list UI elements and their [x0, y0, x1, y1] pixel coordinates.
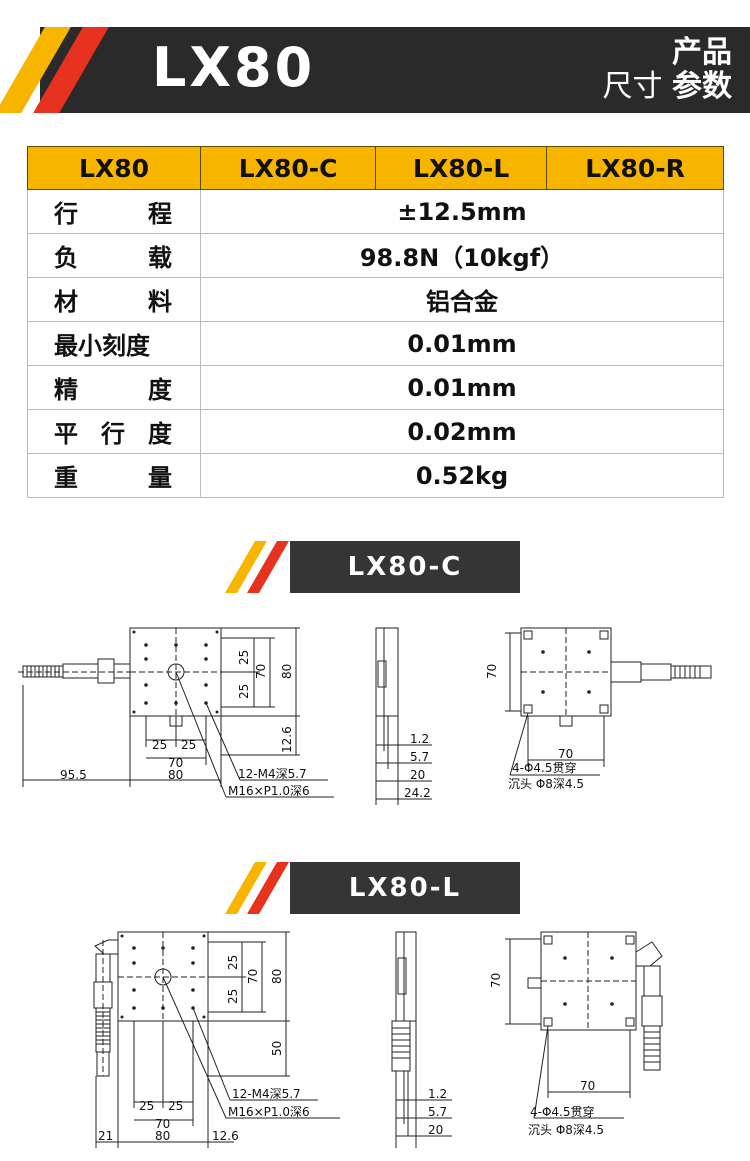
dim-label: 25 [181, 738, 196, 752]
hole-note: 沉头 Φ8深4.5 [528, 1123, 604, 1137]
section-header-c: LX80-C [224, 541, 520, 593]
dim-label: 12.6 [280, 726, 294, 753]
section-header-l: LX80-L [224, 862, 520, 914]
dim-label: 12.6 [212, 1129, 239, 1143]
col-header: LX80-R [546, 146, 724, 190]
dim-label: 80 [270, 969, 284, 984]
dim-label: 70 [168, 756, 183, 770]
drawing-c: 25 25 70 95.5 80 25 25 70 80 12.6 12-M4深… [18, 627, 712, 805]
dim-label: 25 [237, 650, 251, 665]
section-title: LX80-L [348, 873, 462, 903]
col-header: LX80 [27, 146, 201, 190]
spec-value: 0.02mm [200, 409, 724, 454]
dim-label: 25 [168, 1099, 183, 1113]
spec-value: 0.52kg [200, 453, 724, 498]
dim-label: 70 [254, 664, 268, 679]
spec-label: 精度 [27, 365, 201, 410]
spec-label: 平行度 [27, 409, 201, 454]
dim-label: 70 [155, 1117, 170, 1131]
banner-background [40, 27, 750, 113]
hole-note: 4-Φ4.5贯穿 [530, 1104, 595, 1119]
banner-tag: 产品 尺寸 参数 [602, 36, 732, 104]
dim-label: 25 [139, 1099, 154, 1113]
table-row: 材料铝合金 [27, 277, 724, 322]
model-title: LX80 [152, 36, 316, 99]
spec-value: ±12.5mm [200, 189, 724, 234]
hole-note: M16×P1.0深6 [228, 1105, 310, 1119]
spec-label: 最小刻度 [27, 321, 201, 366]
hole-note: 12-M4深5.7 [238, 767, 307, 781]
dim-label: 70 [558, 747, 573, 761]
spec-value: 0.01mm [200, 321, 724, 366]
dim-label: 70 [485, 664, 499, 679]
dim-label: 20 [410, 768, 425, 782]
spec-value: 0.01mm [200, 365, 724, 410]
table-row: 行程±12.5mm [27, 189, 724, 234]
dim-label: 1.2 [428, 1087, 447, 1101]
spec-label: 材料 [27, 277, 201, 322]
dim-label: 25 [226, 955, 240, 970]
dim-label: 70 [489, 973, 503, 988]
dim-label: 25 [237, 684, 251, 699]
tag-line1: 产品 [672, 35, 732, 70]
dim-label: 80 [168, 768, 183, 782]
dim-label: 1.2 [410, 732, 429, 746]
spec-label: 重量 [27, 453, 201, 498]
dim-label: 5.7 [428, 1105, 447, 1119]
dim-label: 24.2 [404, 786, 431, 800]
table-header-row: LX80 LX80-C LX80-L LX80-R [27, 146, 724, 190]
spec-value: 98.8N（10kgf） [200, 233, 724, 278]
spec-value: 铝合金 [200, 277, 724, 322]
spec-label: 行程 [27, 189, 201, 234]
col-header: LX80-C [199, 146, 377, 190]
dim-label: 25 [226, 989, 240, 1004]
hole-note: 12-M4深5.7 [232, 1087, 301, 1101]
dim-label: 5.7 [410, 750, 429, 764]
hole-note: M16×P1.0深6 [228, 784, 310, 798]
dim-label: 95.5 [60, 768, 87, 782]
drawing-l: 25 25 70 21 80 12.6 25 25 70 80 50 12-M4… [93, 931, 663, 1148]
dim-label: 80 [280, 664, 294, 679]
dim-label: 50 [270, 1041, 284, 1056]
dim-label: 70 [580, 1079, 595, 1093]
hole-note: 4-Φ4.5贯穿 [512, 760, 577, 775]
dim-label: 70 [246, 969, 260, 984]
col-header: LX80-L [375, 146, 548, 190]
spec-label: 负载 [27, 233, 201, 278]
dim-label: 21 [98, 1129, 113, 1143]
dim-label: 25 [152, 738, 167, 752]
hole-note: 沉头 Φ8深4.5 [508, 777, 584, 791]
tag-line2: 尺寸 参数 [602, 69, 732, 104]
dim-label: 80 [155, 1129, 170, 1143]
header-banner: LX80 产品 尺寸 参数 [0, 0, 750, 118]
dim-label: 20 [428, 1123, 443, 1137]
section-title: LX80-C [347, 552, 463, 582]
